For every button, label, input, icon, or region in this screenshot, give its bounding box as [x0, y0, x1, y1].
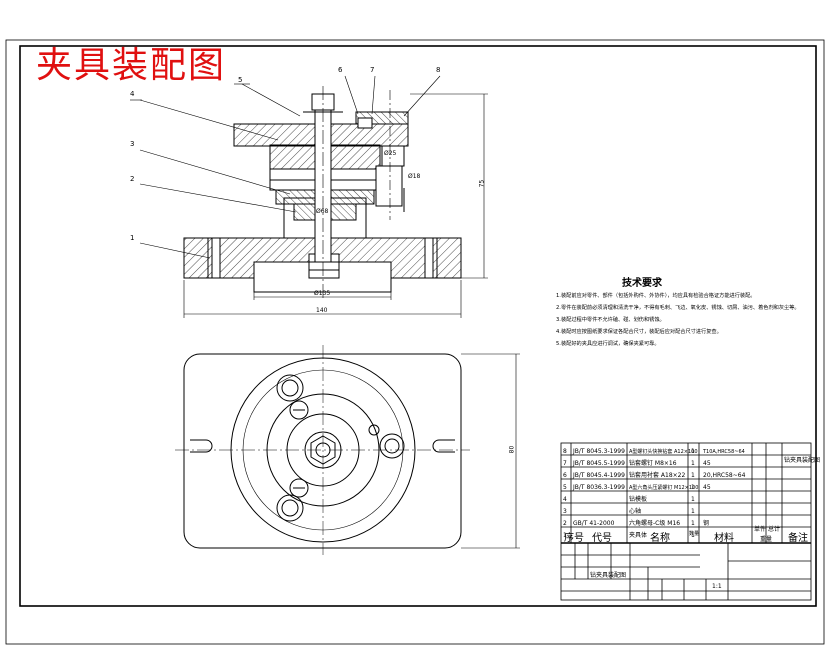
- balloon-1: 1: [130, 234, 135, 242]
- balloon-5: 5: [238, 76, 243, 84]
- dim-clamp: Ø18: [408, 173, 421, 180]
- balloon-7: 7: [370, 66, 375, 74]
- bom-qty: 1: [691, 448, 695, 455]
- tech-requirements: 1.装配前应对零件、部件（包括外购件、外协件），均应具有检验合格证方能进行装配。…: [556, 290, 800, 350]
- bom-code: JB/T 8045.5-1999: [573, 460, 625, 467]
- tech-requirements-title: 技术要求: [622, 278, 662, 289]
- bom-name: A型螺钉头快换钻套 A12×100: [629, 449, 698, 455]
- bom-mat: 钢: [703, 520, 710, 527]
- sheet-inner-border: [19, 45, 817, 607]
- bom-mat: 20,HRC58~64: [703, 472, 746, 479]
- bom-no: 3: [563, 508, 567, 515]
- bom-no: 4: [563, 496, 567, 503]
- bom-qty: 1: [691, 484, 695, 491]
- bom-header-total: 总计: [768, 526, 781, 533]
- bom-header-qty: 数量: [689, 531, 700, 537]
- bom-code: JB/T 8045.3-1999: [573, 448, 625, 455]
- bom-mat: T10A,HRC58~64: [703, 449, 745, 455]
- bom-qty: 1: [691, 460, 695, 467]
- front-section-view: [130, 75, 488, 318]
- bom-code: GB/T 41-2000: [573, 520, 615, 527]
- dim-plan-height: 80: [508, 445, 516, 454]
- bom-mat: 45: [703, 484, 711, 491]
- bom-header-code: 代号: [592, 533, 612, 544]
- bom-header-weight: 重量: [760, 536, 773, 543]
- bom-no: 6: [563, 472, 567, 479]
- bom-header-single: 单件: [754, 526, 767, 533]
- bom-name: 夹具体: [629, 532, 648, 539]
- bom-name: 钻套用衬套 A18×22: [629, 472, 686, 479]
- sheet-outer-border: [5, 39, 825, 645]
- bom-header-no: 序号: [564, 533, 584, 544]
- bom-no: 8: [563, 448, 567, 455]
- balloon-4: 4: [130, 90, 135, 98]
- bom-header-name: 名称: [650, 533, 670, 544]
- dim-height: 75: [478, 179, 486, 188]
- bom-mat: 45: [703, 460, 711, 467]
- dim-base-bore: Ø135: [314, 290, 331, 297]
- plan-view: [175, 345, 520, 555]
- dim-boss: Ø68: [316, 208, 329, 215]
- drawing-title: 夹具装配图: [36, 45, 227, 86]
- tech-line: 5.装配好的夹具应进行调试，确保夹紧可靠。: [556, 341, 660, 347]
- bom-name: 钻套螺钉 M8×16: [629, 460, 677, 467]
- drawing-name: 钻夹具装配图: [784, 457, 821, 464]
- tech-line: 1.装配前应对零件、部件（包括外购件、外协件），均应具有检验合格证方能进行装配。: [556, 293, 756, 299]
- bom-header-mat: 材料: [714, 533, 734, 544]
- balloon-8: 8: [436, 66, 441, 74]
- drawing-name-block: 钻夹具装配图: [590, 572, 627, 579]
- title-block: [560, 442, 812, 601]
- bom-name: 六角螺母-C级 M16: [629, 520, 681, 527]
- tech-line: 3.装配过程中零件不允许磕、碰、划伤和锈蚀。: [556, 317, 665, 323]
- bom-code: JB/T 8036.3-1999: [573, 484, 625, 491]
- tech-line: 2.零件在装配前必须清理和清洗干净，不得有毛刺、飞边、氧化皮、锈蚀、切屑、油污、…: [556, 305, 800, 311]
- bom-no: 2: [563, 520, 567, 527]
- bom-header-remark: 备注: [788, 533, 808, 544]
- dim-width: 140: [316, 307, 328, 314]
- bom-qty: 1: [691, 532, 695, 539]
- scale: 1:1: [712, 583, 722, 590]
- balloon-2: 2: [130, 175, 135, 183]
- bom-name: 心轴: [629, 508, 642, 515]
- bom-code: JB/T 8045.4-1999: [573, 472, 625, 479]
- bom-no: 5: [563, 484, 567, 491]
- bom-qty: 1: [691, 508, 695, 515]
- balloon-6: 6: [338, 66, 343, 74]
- bom-name: 钻模板: [629, 496, 648, 503]
- dim-hole: Ø25: [384, 150, 397, 157]
- bom-no: 7: [563, 460, 567, 467]
- balloon-3: 3: [130, 140, 135, 148]
- bom-name: A型六角头压紧螺钉 M12×100: [629, 485, 699, 491]
- bom-qty: 1: [691, 496, 695, 503]
- bom-qty: 1: [691, 520, 695, 527]
- bom-no: 1: [563, 532, 567, 539]
- bom-qty: 1: [691, 472, 695, 479]
- tech-line: 4.装配时应按图纸要求保证各配合尺寸，装配后应对配合尺寸进行复查。: [556, 329, 722, 335]
